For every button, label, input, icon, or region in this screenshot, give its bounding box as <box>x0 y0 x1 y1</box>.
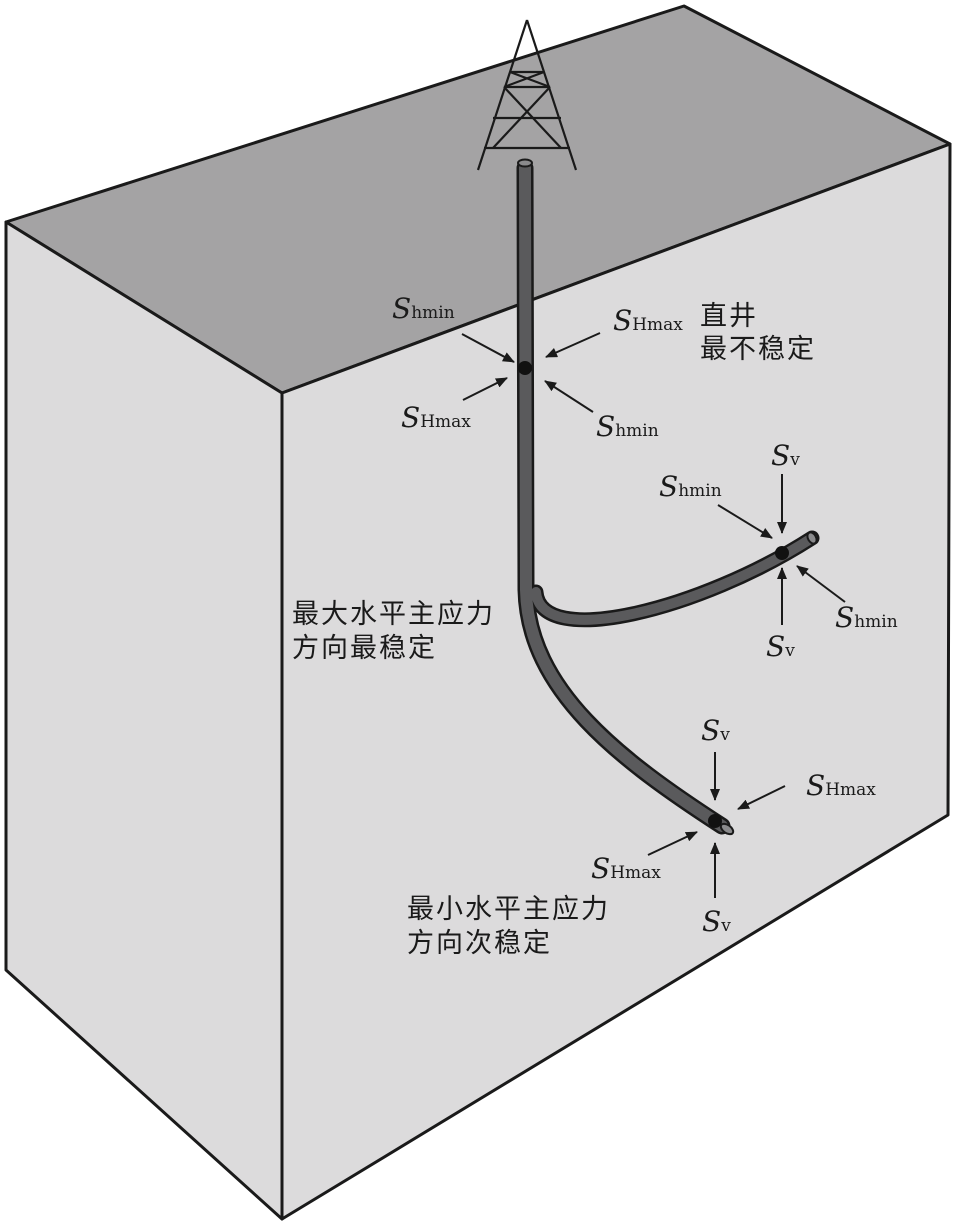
label-branch-sv-bottom: Sv <box>766 630 795 663</box>
block-left-face <box>4 220 284 1221</box>
arrow-vertical-shmin-right <box>544 380 594 413</box>
arrow-deviated-shmax-right <box>737 785 786 810</box>
label-deviated-sv-bottom: Sv <box>702 905 731 938</box>
block-front-face <box>280 142 952 1221</box>
label-branch-shmin-right: Shmin <box>835 601 898 634</box>
caption-max-horizontal-line1: 最大水平主应力 <box>292 599 495 630</box>
stress-point-branch <box>775 546 789 560</box>
deviated-well-end-cap <box>719 822 735 836</box>
label-branch-sv-top: Sv <box>771 439 800 472</box>
label-vertical-shmax-left: SHmax <box>401 401 471 434</box>
label-deviated-shmax-right: SHmax <box>806 769 876 802</box>
drilling-derrick-icon <box>476 19 578 171</box>
stress-point-deviated <box>708 814 722 828</box>
branch-well-end-cap <box>806 531 818 545</box>
wellbore-pipes <box>516 159 820 835</box>
label-branch-shmin-left: Shmin <box>659 470 722 503</box>
label-deviated-sv-top: Sv <box>701 714 730 747</box>
caption-max-horizontal-line2: 方向最稳定 <box>292 633 437 664</box>
caption-min-horizontal-line1: 最小水平主应力 <box>407 894 610 925</box>
arrow-branch-shmin-right <box>796 565 846 603</box>
label-vertical-shmax-right: SHmax <box>613 304 683 337</box>
vertical-well-top-cap <box>517 158 533 168</box>
caption-min-horizontal-line2: 方向次稳定 <box>407 928 552 959</box>
caption-vertical-line1: 直井 <box>700 301 758 332</box>
arrow-vertical-shmax-right <box>545 332 601 358</box>
stress-point-vertical <box>518 361 532 375</box>
caption-vertical-line2: 最不稳定 <box>700 334 816 365</box>
label-deviated-shmax-left: SHmax <box>591 852 661 885</box>
label-vertical-shmin-right: Shmin <box>596 410 659 443</box>
arrow-vertical-shmax-left <box>462 377 508 401</box>
stress-arrow-icon <box>461 332 846 898</box>
arrow-deviated-shmax-left <box>647 831 698 856</box>
arrow-branch-shmin-left <box>717 504 773 539</box>
arrow-vertical-shmin-left <box>461 333 515 363</box>
label-vertical-shmin-left: Shmin <box>392 292 455 325</box>
